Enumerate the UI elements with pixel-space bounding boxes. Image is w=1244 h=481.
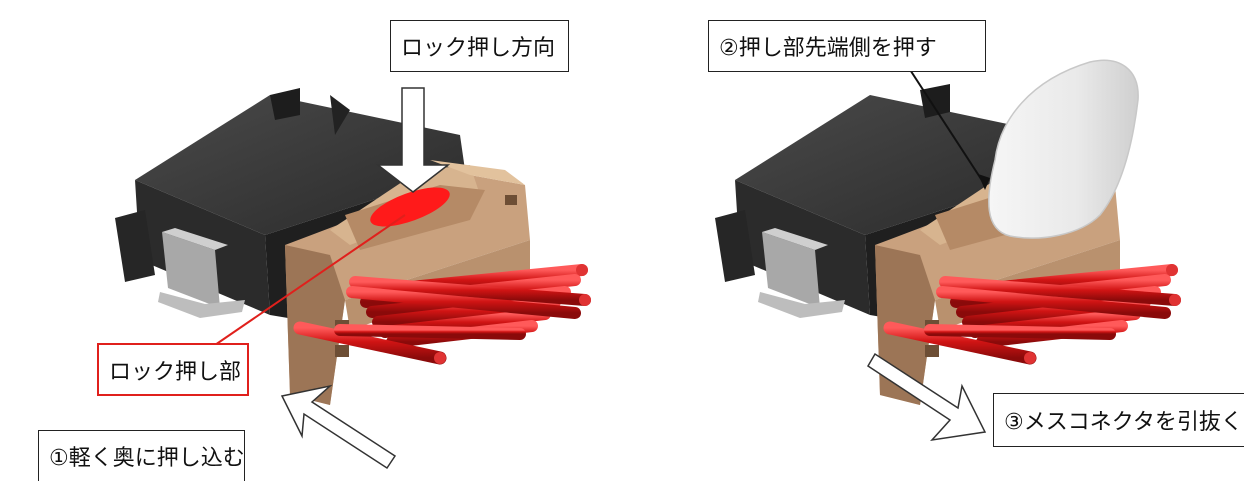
right-metal-bracket <box>758 228 845 318</box>
push-in-arrow-icon <box>280 384 397 470</box>
down-arrow-icon <box>375 87 451 193</box>
right-wires <box>883 264 1181 365</box>
right-connector-assembly <box>715 59 1181 442</box>
step2-pointer-head <box>978 174 990 190</box>
step1-label: ①軽く奥に押し込む <box>38 430 245 481</box>
pull-out-arrow-icon <box>866 352 987 442</box>
step2-pointer-line <box>904 61 986 186</box>
lock-push-part-label: ロック押し部 <box>97 343 249 396</box>
finger-icon <box>988 59 1139 239</box>
step2-label: ②押し部先端側を押す <box>708 20 986 72</box>
left-metal-bracket <box>158 228 245 318</box>
lock-leader-line <box>214 214 406 346</box>
left-wires <box>293 264 591 365</box>
left-connector-assembly <box>115 87 591 470</box>
lock-push-highlight <box>370 187 450 227</box>
lock-push-direction-label: ロック押し方向 <box>390 20 569 72</box>
step3-label: ③メスコネクタを引抜く <box>993 393 1244 447</box>
